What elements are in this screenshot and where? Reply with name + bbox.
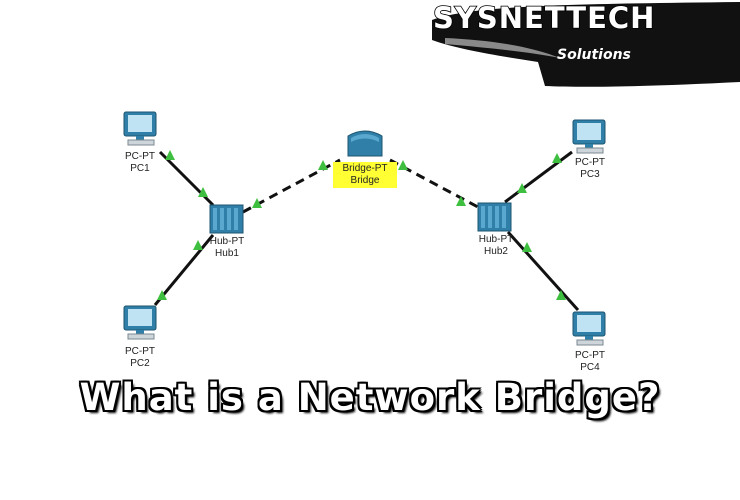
pc4-icon[interactable] [572,311,606,346]
hub1-label: Hub-PT Hub1 [187,236,267,260]
pc3-label: PC-PT PC3 [550,157,630,181]
port-led-pc1 [165,150,175,160]
pc1-type: PC-PT [125,151,155,162]
port-led-group [157,150,566,300]
bridge-type: Bridge-PT [342,163,388,174]
bridge-name: Bridge [350,175,380,186]
port-led-bridge-a [318,160,328,170]
hub2-type: Hub-PT [478,234,514,245]
pc1-label: PC-PT PC1 [100,151,180,175]
link-hub1-pc2 [153,234,215,306]
port-led-hub1-a [198,187,208,197]
link-hub2-pc4 [506,230,580,312]
pc4-type: PC-PT [575,350,605,361]
pc4-name: PC4 [580,362,600,373]
hub2-label: Hub-PT Hub2 [456,234,536,258]
logo-tagline: Solutions [557,47,631,63]
port-led-hub1-b [193,240,203,250]
port-led-hub2-c [522,242,532,252]
pc3-name: PC3 [580,169,600,180]
bridge-label: Bridge-PT Bridge [333,162,397,188]
headline-title: What is a Network Bridge? [79,376,661,419]
bridge-icon[interactable] [347,130,383,157]
port-led-hub2-b [517,183,527,193]
port-led-pc4 [556,290,566,300]
logo-brand-text: SYSNETTECH [433,1,655,35]
pc4-label: PC-PT PC4 [550,350,630,374]
pc3-type: PC-PT [575,157,605,168]
port-led-pc3 [552,153,562,163]
pc1-icon[interactable] [123,111,157,146]
pc2-label: PC-PT PC2 [100,346,180,370]
port-led-pc2 [157,290,167,300]
logo-swoosh [432,2,740,87]
port-led-hub2-a [456,196,466,206]
pc2-name: PC2 [130,358,150,369]
pc3-icon[interactable] [572,119,606,154]
pc2-type: PC-PT [125,346,155,357]
hub1-icon[interactable] [209,204,244,234]
hub2-name: Hub2 [484,246,508,257]
link-hub2-pc3 [504,150,573,204]
pc1-name: PC1 [130,163,150,174]
hub1-type: Hub-PT [209,236,245,247]
pc2-icon[interactable] [123,305,157,340]
hub1-name: Hub1 [215,248,239,259]
port-led-bridge-b [398,160,408,170]
hub2-icon[interactable] [477,202,512,232]
logo-swoosh-highlight [445,38,560,58]
port-led-hub1-c [252,198,262,208]
